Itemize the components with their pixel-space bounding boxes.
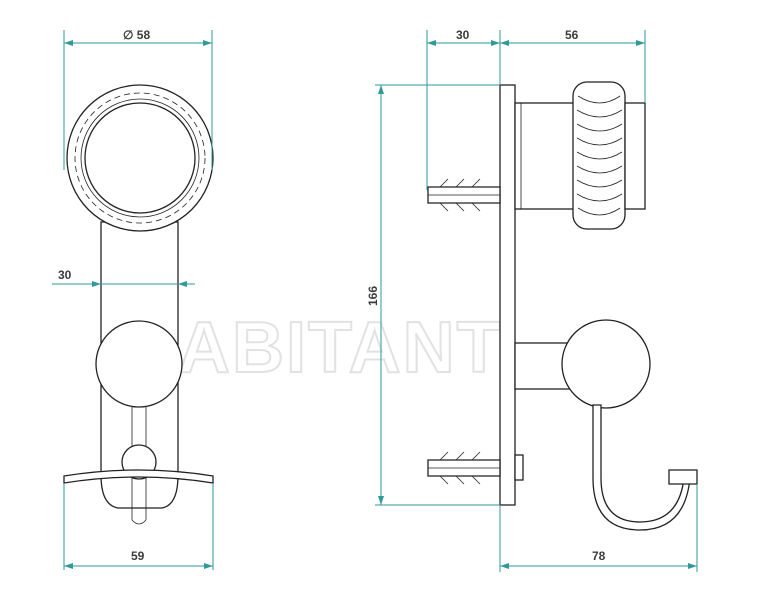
dim-arrow — [500, 563, 509, 569]
side-knob-cap — [624, 102, 646, 210]
watermark: ABITANT — [178, 308, 503, 388]
dim-arrow — [64, 40, 73, 46]
side-screw-head — [514, 454, 524, 481]
front-dimensions: ∅ 58 30 59 — [52, 28, 214, 570]
dim-arrow — [92, 281, 101, 287]
dim-front-base: 59 — [131, 549, 145, 563]
dim-arrow — [688, 563, 697, 569]
dim-side-reach: 78 — [592, 549, 606, 563]
side-view — [427, 81, 698, 531]
dim-front-stem: 30 — [58, 268, 72, 282]
dim-arrow — [203, 40, 212, 46]
side-lower-anchor — [427, 451, 524, 485]
front-hook-tip — [131, 519, 147, 525]
dim-arrow — [491, 40, 500, 46]
dim-arrow — [178, 281, 187, 287]
dim-side-projection: 56 — [565, 28, 579, 42]
front-view — [63, 84, 214, 525]
front-knob-face — [84, 102, 196, 214]
dim-front-diameter: ∅ 58 — [123, 28, 150, 42]
side-hook — [592, 404, 691, 531]
dim-arrow — [427, 40, 436, 46]
front-base-bracket — [63, 469, 214, 484]
side-upper-anchor — [427, 178, 501, 212]
front-knob-rope — [74, 92, 206, 224]
side-dimensions: 30 56 166 78 — [366, 28, 698, 572]
dim-arrow — [64, 563, 73, 569]
dim-side-anchor: 30 — [456, 28, 470, 42]
side-ball — [561, 319, 651, 409]
dim-arrow — [500, 40, 509, 46]
dim-arrow — [204, 563, 213, 569]
dim-side-height: 166 — [366, 286, 380, 306]
side-knob-body — [572, 81, 626, 230]
front-knob-ring — [80, 98, 200, 218]
side-wall-plate — [499, 84, 516, 506]
dim-arrow — [378, 85, 384, 94]
side-hook-tip — [668, 469, 698, 485]
front-ball — [95, 320, 183, 408]
dim-arrow — [636, 40, 645, 46]
side-knob-knurl — [576, 95, 623, 216]
dim-arrow — [378, 496, 384, 505]
side-upper-cylinder — [514, 102, 576, 210]
